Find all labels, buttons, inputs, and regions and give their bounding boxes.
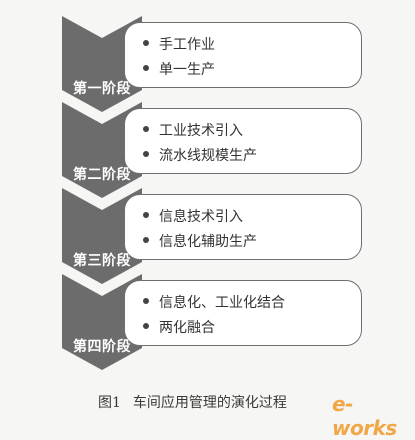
bullet-icon bbox=[143, 126, 149, 132]
stage-item: 信息技术引入 bbox=[143, 206, 243, 226]
watermark-logo: e-works bbox=[332, 392, 397, 440]
stage-box: 手工作业 单一生产 bbox=[124, 22, 362, 88]
stage-3: 信息技术引入 信息化辅助生产 第三阶段 bbox=[0, 188, 415, 284]
stage-item: 信息化、工业化结合 bbox=[143, 292, 285, 312]
figure-caption: 图1 车间应用管理的演化过程 bbox=[98, 392, 287, 412]
bullet-icon bbox=[143, 151, 149, 157]
stage-1: 手工作业 单一生产 第一阶段 bbox=[0, 16, 415, 112]
stage-item-text: 信息化辅助生产 bbox=[159, 234, 257, 250]
stage-chevron-icon bbox=[62, 188, 144, 284]
stage-item-text: 手工作业 bbox=[159, 37, 215, 53]
stage-item-text: 工业技术引入 bbox=[159, 123, 243, 139]
stage-label: 第二阶段 bbox=[73, 167, 131, 183]
stage-2: 工业技术引入 流水线规模生产 第二阶段 bbox=[0, 102, 415, 198]
figure-title: 车间应用管理的演化过程 bbox=[132, 395, 287, 411]
stage-label: 第一阶段 bbox=[73, 81, 131, 97]
stage-4: 信息化、工业化结合 两化融合 第四阶段 bbox=[0, 274, 415, 370]
stage-item: 两化融合 bbox=[143, 317, 215, 337]
stage-item: 流水线规模生产 bbox=[143, 145, 257, 165]
bullet-icon bbox=[143, 212, 149, 218]
stage-label: 第三阶段 bbox=[73, 253, 131, 269]
stage-box: 工业技术引入 流水线规模生产 bbox=[124, 108, 362, 174]
stage-item-text: 信息化、工业化结合 bbox=[159, 295, 285, 311]
stage-item-text: 单一生产 bbox=[159, 62, 215, 78]
stage-item: 工业技术引入 bbox=[143, 120, 243, 140]
stage-item: 信息化辅助生产 bbox=[143, 231, 257, 251]
stage-item-text: 流水线规模生产 bbox=[159, 148, 257, 164]
bullet-icon bbox=[143, 65, 149, 71]
stage-label: 第四阶段 bbox=[73, 339, 131, 355]
stage-chevron-icon bbox=[62, 274, 144, 370]
bullet-icon bbox=[143, 298, 149, 304]
stage-box: 信息化、工业化结合 两化融合 bbox=[124, 280, 362, 346]
figure-number: 图1 bbox=[98, 395, 121, 411]
stage-box: 信息技术引入 信息化辅助生产 bbox=[124, 194, 362, 260]
stage-chevron-icon bbox=[62, 16, 144, 112]
stage-chevron-icon bbox=[62, 102, 144, 198]
bullet-icon bbox=[143, 323, 149, 329]
stage-item-text: 信息技术引入 bbox=[159, 209, 243, 225]
stage-item-text: 两化融合 bbox=[159, 320, 215, 336]
bullet-icon bbox=[143, 40, 149, 46]
bullet-icon bbox=[143, 237, 149, 243]
stage-item: 单一生产 bbox=[143, 59, 215, 79]
stage-item: 手工作业 bbox=[143, 34, 215, 54]
